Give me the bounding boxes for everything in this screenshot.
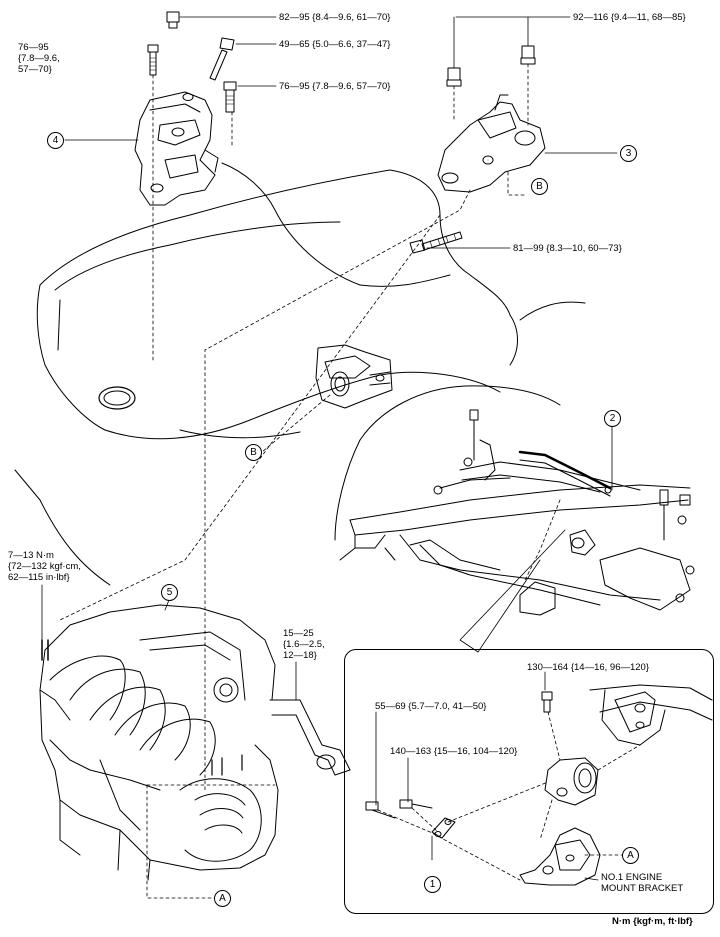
engine-mount-4: [134, 91, 219, 206]
long-bolt-81-99: [409, 231, 463, 254]
torque-line: 57—70}: [18, 64, 52, 75]
torque-line: 7—13 N·m: [8, 550, 54, 561]
bracket-name-line: NO.1 ENGINE: [601, 872, 663, 883]
torque-label-engine-bolts: 7—13 N·m {72—132 kgf·cm, 62—115 in·lbf}: [8, 550, 81, 583]
torque-line: 15—25: [283, 628, 314, 639]
callout-5: 5: [161, 584, 178, 601]
engine-mount-3: [437, 45, 546, 193]
torque-line: 62—115 in·lbf}: [8, 572, 70, 583]
center-engine-mount: [315, 344, 393, 409]
torque-line: {7.8—9.6,: [18, 53, 60, 64]
crossmember-subframe-2: [339, 409, 695, 616]
torque-label-mount4-lower-bolt: 76—95 {7.8—9.6, 57—70}: [279, 81, 391, 92]
torque-line: {72—132 kgf·cm,: [8, 561, 81, 572]
mount-4-bolts: [147, 11, 237, 113]
engine-assembly-5: [39, 604, 351, 881]
torque-label-mount4-top-bolt: 82—95 {8.4—9.6, 61—70}: [279, 12, 391, 23]
callout-3: 3: [620, 145, 637, 162]
torque-label-long-bolt: 81—99 {8.3—10, 60—73}: [513, 243, 622, 254]
torque-label-inset-left-bolt: 55—69 {5.7—7.0, 41—50}: [375, 701, 487, 712]
bracket-name-line: MOUNT BRACKET: [601, 883, 684, 894]
bracket-name-label: NO.1 ENGINE MOUNT BRACKET: [601, 872, 683, 894]
vehicle-body-outline: [14, 162, 586, 586]
assembly-guide-lines: [59, 63, 641, 899]
torque-label-exhaust-nuts: 15—25 {1.6—2.5, 12—18}: [283, 628, 325, 661]
detail-inset-frame: [344, 649, 714, 914]
torque-label-mount4-left-bolt: 76—95 {7.8—9.6, 57—70}: [18, 42, 60, 75]
callout-2: 2: [604, 410, 621, 427]
torque-label-inset-mid-bolt: 140—163 {15—16, 104—120}: [390, 746, 518, 757]
torque-line: 76—95: [18, 42, 49, 53]
torque-label-inset-top-bolt: 130—164 {14—16, 96—120}: [527, 662, 650, 673]
callout-1: 1: [424, 876, 441, 893]
torque-label-mount4-side-bolt: 49—65 {5.0—6.6, 37—47}: [279, 39, 391, 50]
torque-line: {1.6—2.5,: [283, 639, 325, 650]
callout-b-lower: B: [245, 444, 262, 461]
callout-b-upper: B: [531, 178, 548, 195]
units-legend: N·m {kgf·m, ft·lbf}: [612, 916, 693, 927]
callout-a-engine: A: [214, 890, 231, 907]
leader-lines: [41, 16, 618, 881]
torque-label-mount3-bolts: 92—116 {9.4—11, 68—85}: [573, 12, 686, 23]
callout-a-inset: A: [622, 847, 639, 864]
torque-line: 12—18}: [283, 650, 317, 661]
callout-4: 4: [47, 132, 64, 149]
